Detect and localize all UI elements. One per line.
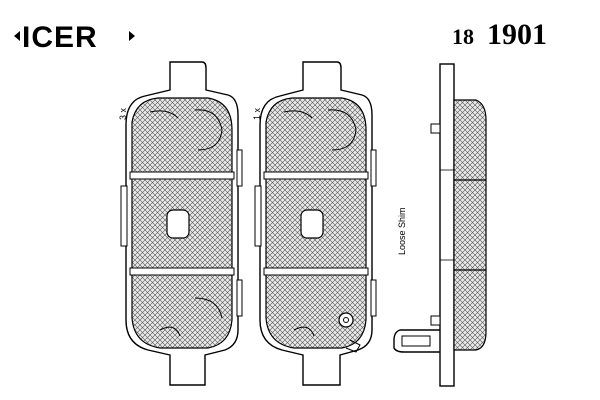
pad-2-qty-label: 1 x <box>252 107 262 120</box>
logo-text: ICER <box>22 21 98 54</box>
part-number-prefix: 18 <box>452 24 474 49</box>
brake-pad-front-view-1: 3 x <box>118 61 243 386</box>
icer-logo: ICER <box>14 21 135 54</box>
pad-1-qty-label: 3 x <box>118 107 128 120</box>
part-number: 1901 <box>487 18 547 51</box>
brake-pad-side-view <box>393 63 487 387</box>
brake-pad-front-view-2: 1 x <box>252 61 377 386</box>
loose-shim-label: Loose Shim <box>397 207 407 255</box>
